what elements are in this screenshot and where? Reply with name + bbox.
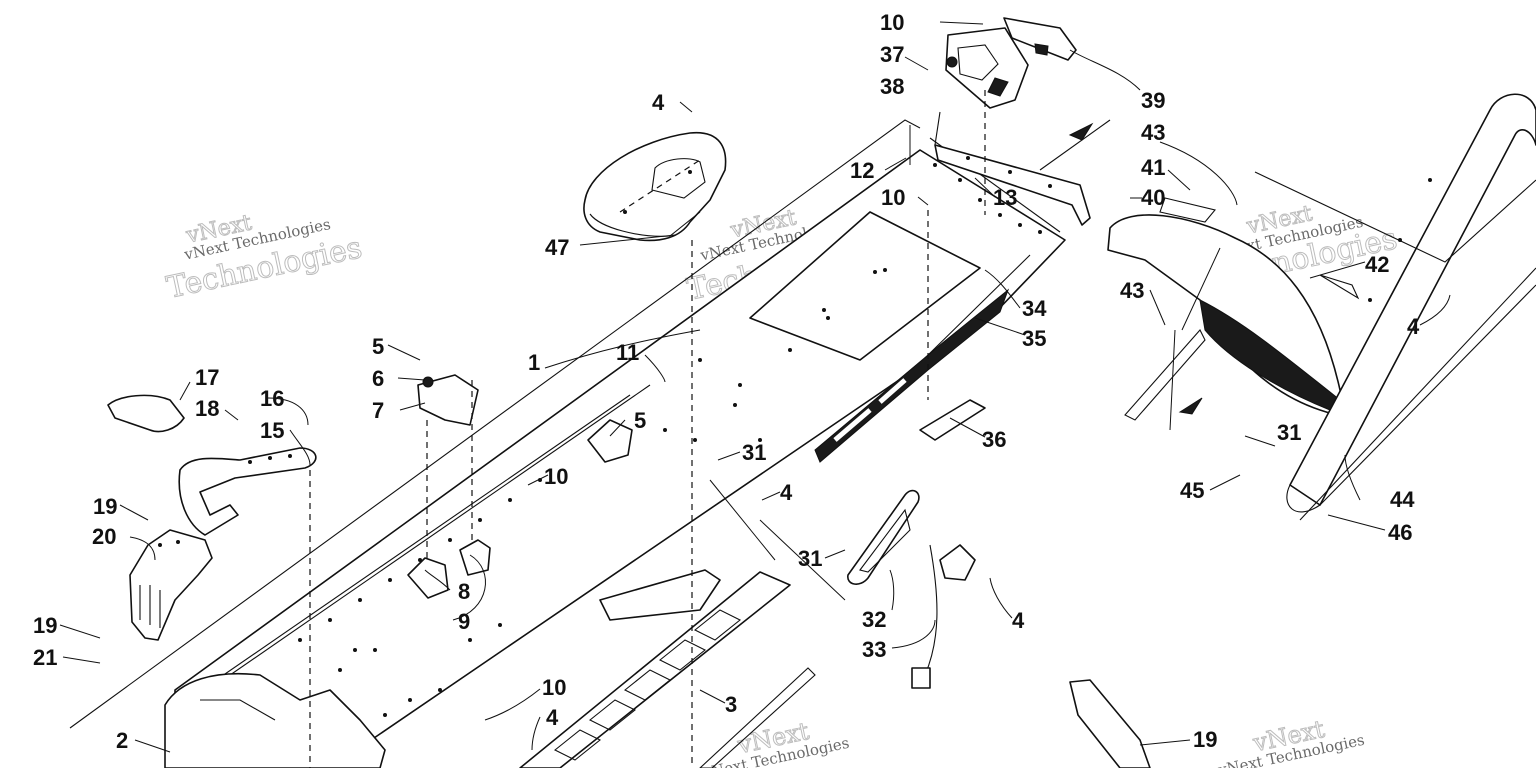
callout-2: 2 <box>116 728 128 753</box>
callout-32: 32 <box>862 607 886 632</box>
callout-34: 34 <box>1022 296 1047 321</box>
rear-bumper-part-44 <box>1254 93 1536 521</box>
guard-part-20 <box>129 529 213 641</box>
callout-17: 17 <box>195 365 219 390</box>
plate-part-5 <box>587 419 633 463</box>
taillight-part-39 <box>1003 17 1077 61</box>
callout-44: 44 <box>1390 487 1415 512</box>
callout-5: 5 <box>372 334 384 359</box>
running-board-bracket-part-15 <box>178 447 317 536</box>
chain-part-33 <box>911 544 976 689</box>
side-rail-part-32 <box>847 489 920 585</box>
callout-46: 46 <box>1388 520 1412 545</box>
callout-31: 31 <box>798 546 822 571</box>
arrow-icon <box>1068 122 1203 415</box>
callout-5: 5 <box>634 408 646 433</box>
callout-38: 38 <box>880 74 904 99</box>
watermark-group-1: vNext vNext Technologies Technologies <box>163 210 365 306</box>
callout-11: 11 <box>616 340 639 365</box>
cover-part-17 <box>107 394 185 433</box>
callout-31: 31 <box>1277 420 1301 445</box>
callout-45: 45 <box>1180 478 1204 503</box>
callout-4: 4 <box>652 90 665 115</box>
seat-bag-part-47 <box>583 131 727 242</box>
bracket-part-2 <box>164 672 386 768</box>
callout-20: 20 <box>92 524 116 549</box>
callout-4: 4 <box>546 705 559 730</box>
callout-18: 18 <box>195 396 219 421</box>
callout-4: 4 <box>1407 314 1420 339</box>
callout-31: 31 <box>742 440 766 465</box>
callout-8: 8 <box>458 579 470 604</box>
callout-10: 10 <box>880 10 904 35</box>
callout-6: 6 <box>372 366 384 391</box>
callout-leaders <box>59 21 1451 753</box>
callout-39: 39 <box>1141 88 1165 113</box>
watermark-group-5: vNext vNext Technologies <box>700 716 850 768</box>
plate-part-8 <box>407 557 449 599</box>
watermark-group-6: vNext vNext Technologies <box>1216 714 1366 768</box>
callout-19: 19 <box>1193 727 1217 752</box>
callout-40: 40 <box>1141 185 1165 210</box>
taillight-bracket-part-38 <box>945 27 1029 109</box>
callout-10: 10 <box>881 185 905 210</box>
callout-12: 12 <box>850 158 874 183</box>
callout-3: 3 <box>725 692 737 717</box>
callout-1: 1 <box>528 350 540 375</box>
callout-42: 42 <box>1365 252 1389 277</box>
step-plate-part-9 <box>459 539 491 576</box>
callout-43: 43 <box>1120 278 1144 303</box>
callout-16: 16 <box>260 386 284 411</box>
callout-47: 47 <box>545 235 569 260</box>
callout-4: 4 <box>780 480 793 505</box>
callout-33: 33 <box>862 637 886 662</box>
callout-19: 19 <box>93 494 117 519</box>
callout-10: 10 <box>544 464 568 489</box>
callout-7: 7 <box>372 398 384 423</box>
bracket-part-7 <box>417 374 479 426</box>
rear-bracket-part-13 <box>934 111 1111 226</box>
callout-15: 15 <box>260 418 284 443</box>
callout-4: 4 <box>1012 608 1025 633</box>
callout-36: 36 <box>982 427 1006 452</box>
mount-bracket-part-36 <box>919 399 986 441</box>
footrest-part-3-right <box>1069 679 1151 768</box>
leader-lines <box>309 90 1221 768</box>
running-board-part-3 <box>519 569 816 768</box>
callout-10: 10 <box>542 675 566 700</box>
callout-43: 43 <box>1141 120 1165 145</box>
callout-41: 41 <box>1141 155 1165 180</box>
callout-19: 19 <box>33 613 57 638</box>
callout-numbers: 10 37 38 39 4 43 41 40 12 13 10 47 42 43… <box>33 10 1420 753</box>
tunnel-decal-part-35 <box>814 254 1031 463</box>
callout-35: 35 <box>1022 326 1046 351</box>
callout-37: 37 <box>880 42 904 67</box>
callout-9: 9 <box>458 609 470 634</box>
callout-21: 21 <box>33 645 57 670</box>
callout-13: 13 <box>993 185 1017 210</box>
